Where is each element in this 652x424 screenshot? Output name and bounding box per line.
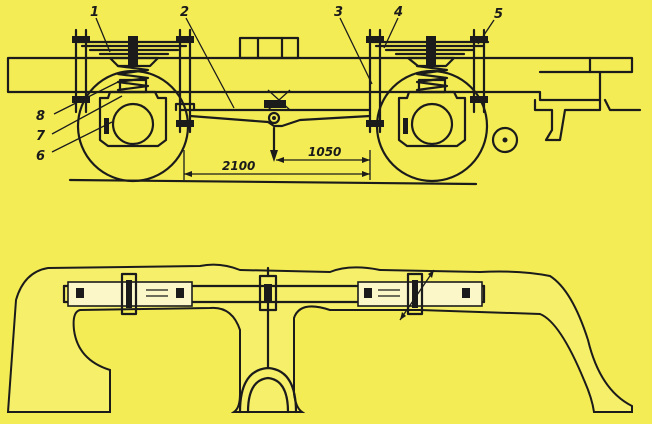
frame-center-block xyxy=(238,36,300,60)
label-5: 5 xyxy=(494,7,503,22)
leaf-spring-left xyxy=(76,36,192,68)
dimension-2100: 2100 xyxy=(222,159,255,173)
label-1: 1 xyxy=(90,5,99,20)
label-8: 8 xyxy=(36,109,45,124)
equalizer-beam xyxy=(174,89,372,162)
leader-lines xyxy=(51,17,495,153)
plan-view xyxy=(6,263,633,414)
plan-bracket-left xyxy=(67,272,193,316)
label-4: 4 xyxy=(393,5,403,20)
label-6: 6 xyxy=(36,149,45,164)
side-view: 1 2 3 4 5 6 7 8 2100 1050 xyxy=(6,5,642,186)
coil-spring-left xyxy=(116,64,150,92)
frame-beam xyxy=(6,56,642,154)
plan-bracket-right xyxy=(357,269,483,321)
axle-box-right xyxy=(397,78,467,148)
coil-spring-right xyxy=(415,64,449,92)
dimension-lines xyxy=(68,150,478,186)
label-7: 7 xyxy=(36,129,46,144)
label-2: 2 xyxy=(180,5,189,20)
label-3: 3 xyxy=(334,5,343,20)
plan-bracket-center xyxy=(258,266,278,312)
leaf-spring-right xyxy=(370,36,490,68)
dimension-1050: 1050 xyxy=(308,145,341,159)
axle-box-left xyxy=(98,78,168,148)
